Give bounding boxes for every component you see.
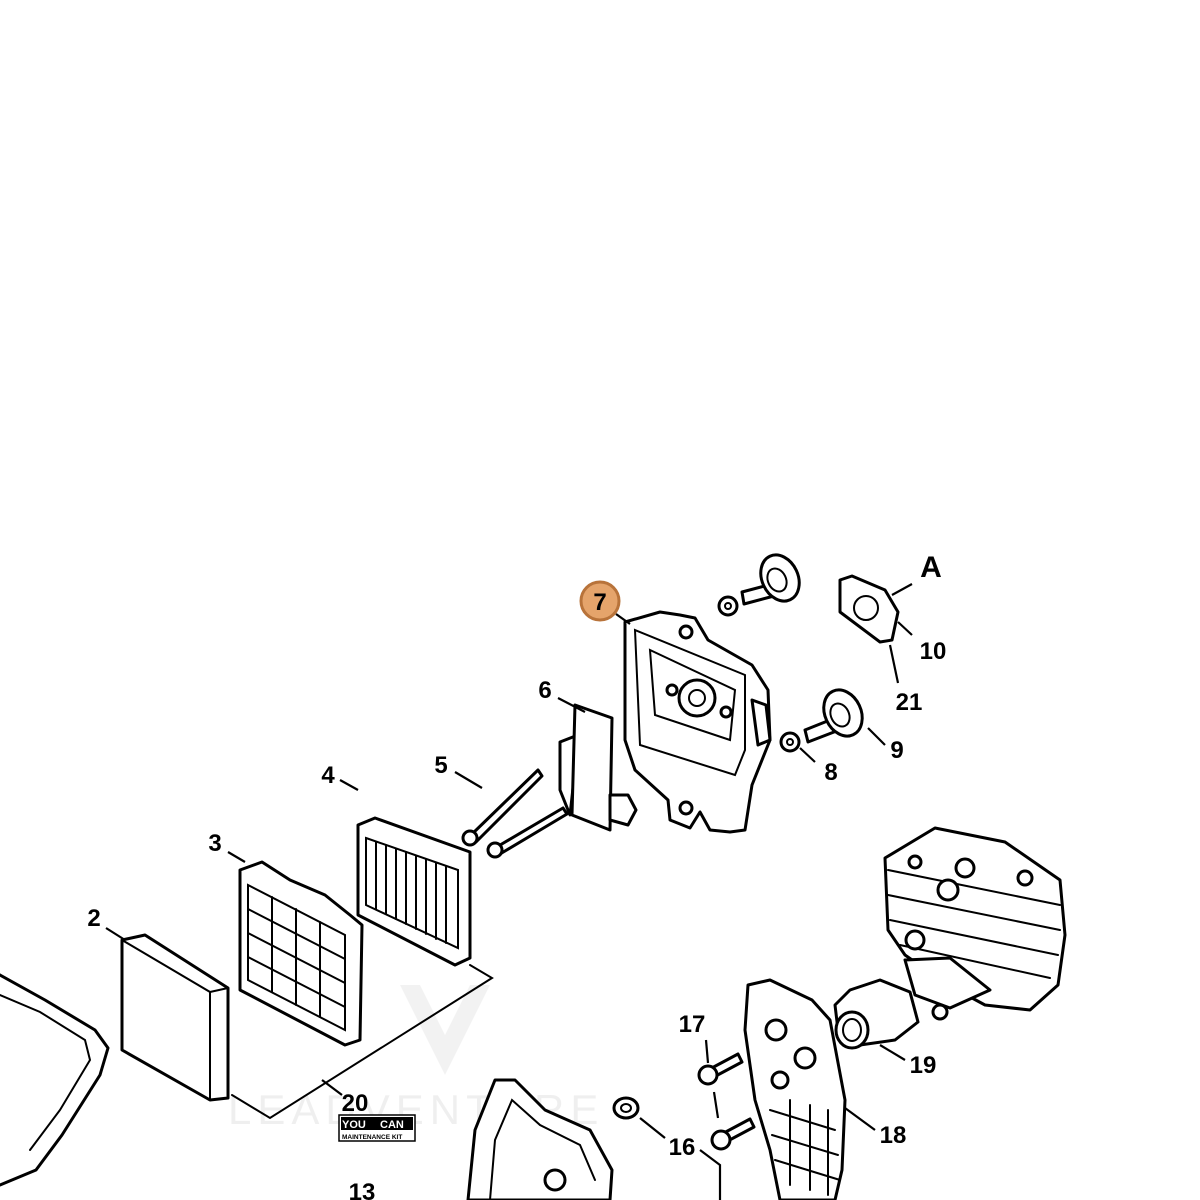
callout-16[interactable]: 16 bbox=[669, 1134, 696, 1161]
callout-18[interactable]: 18 bbox=[880, 1122, 907, 1149]
assembly-line bbox=[231, 964, 494, 1120]
youcan-maintenance-kit-badge: YOU CAN MAINTENANCE KIT bbox=[338, 1114, 416, 1142]
part-16-bushing bbox=[612, 1096, 640, 1120]
callout-8[interactable]: 8 bbox=[824, 759, 837, 786]
leader-lines bbox=[105, 583, 913, 1200]
callout-17[interactable]: 17 bbox=[679, 1011, 706, 1038]
part-17-screws bbox=[697, 1052, 756, 1151]
part-9-knurled-nuts bbox=[740, 553, 864, 744]
callout-2[interactable]: 2 bbox=[87, 905, 100, 932]
callout-5[interactable]: 5 bbox=[434, 752, 447, 779]
callout-7-highlighted[interactable]: 7 bbox=[579, 580, 621, 622]
callout-10[interactable]: 10 bbox=[920, 638, 947, 665]
part-8-washers bbox=[717, 595, 801, 753]
part-housing-shape bbox=[0, 973, 110, 1187]
part-18-bracket bbox=[743, 978, 847, 1200]
part-3-filter-grid bbox=[238, 860, 364, 1047]
part-2-prefilter bbox=[120, 933, 230, 1102]
part-10-gasket bbox=[838, 574, 900, 644]
section-marker-A: A bbox=[920, 551, 942, 584]
part-5-screws bbox=[461, 768, 569, 859]
badge-you: YOU bbox=[342, 1119, 366, 1131]
part-19-intake-flange bbox=[833, 978, 920, 1050]
callout-20[interactable]: 20 bbox=[342, 1090, 369, 1117]
cylinder bbox=[883, 826, 1067, 1021]
part-13-lower-housing bbox=[466, 1078, 614, 1200]
part-4-pleated-filter bbox=[356, 816, 472, 967]
part-6-plate bbox=[558, 703, 638, 832]
part-7-base-plate bbox=[623, 610, 772, 834]
callout-4[interactable]: 4 bbox=[321, 762, 335, 789]
callout-7-label: 7 bbox=[593, 589, 606, 616]
callout-13[interactable]: 13 bbox=[349, 1179, 376, 1200]
badge-subtitle: MAINTENANCE KIT bbox=[342, 1134, 402, 1141]
callout-3[interactable]: 3 bbox=[208, 830, 221, 857]
callout-6[interactable]: 6 bbox=[538, 677, 551, 704]
callout-9[interactable]: 9 bbox=[890, 737, 903, 764]
callout-19[interactable]: 19 bbox=[910, 1052, 937, 1079]
badge-can: CAN bbox=[380, 1119, 404, 1131]
callout-21[interactable]: 21 bbox=[896, 689, 923, 716]
